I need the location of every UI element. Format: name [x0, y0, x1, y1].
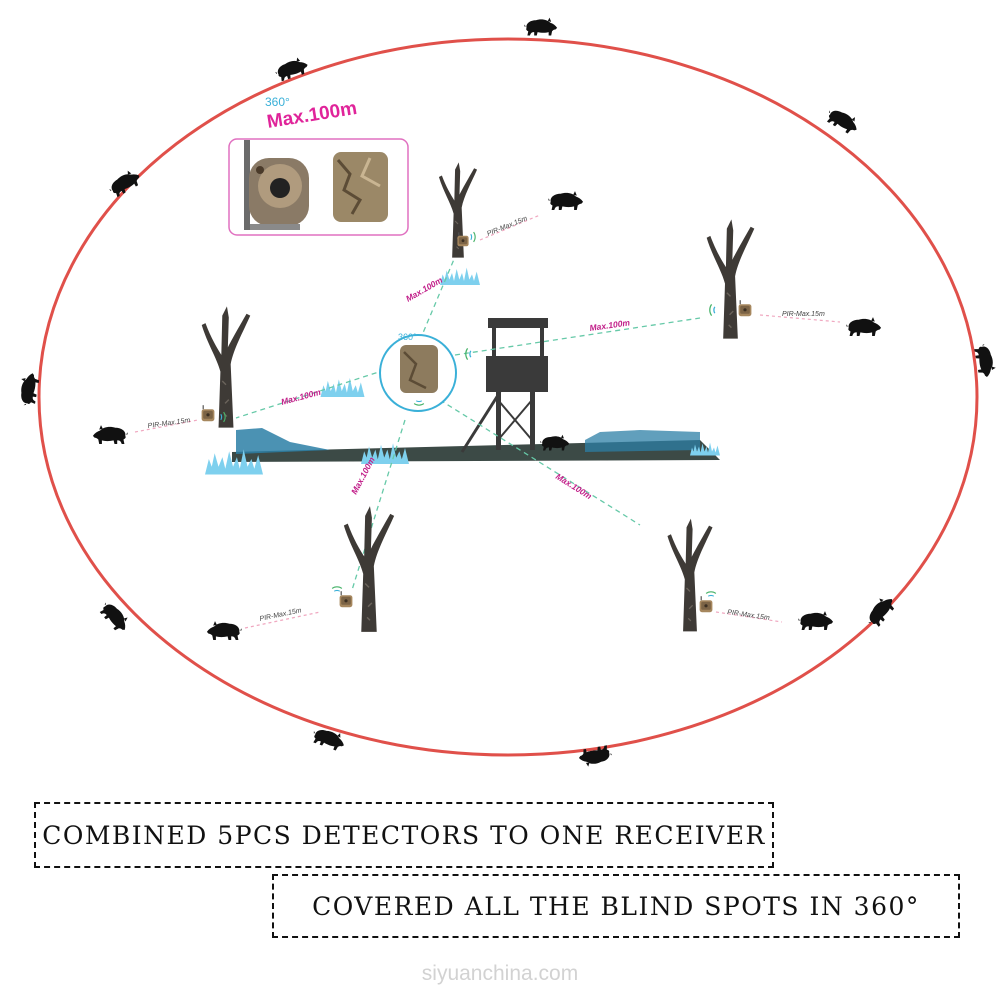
pir-label-top: PIR-Max.15m: [486, 215, 528, 238]
boar-icon: [92, 425, 128, 444]
boar-icon: [97, 597, 133, 635]
boar-icon: [524, 17, 558, 36]
signal-waves-icon: [709, 303, 716, 317]
link-label-top: Max.100m: [404, 275, 445, 304]
pir-range-line: [759, 314, 841, 323]
signal-waves-icon: [331, 586, 343, 592]
camera-detector-icon: [244, 140, 309, 230]
coverage-circle: [37, 37, 979, 757]
camera-detector-icon: [737, 300, 753, 317]
pir-label-right: PIR-Max.15m: [782, 311, 825, 318]
camera-detector-icon: [338, 591, 354, 608]
signal-waves-icon: [470, 231, 476, 243]
boar-icon: [206, 621, 242, 640]
boar-icon: [16, 371, 41, 408]
receiver-hub: [379, 334, 472, 412]
link-label-right-top: Max.100m: [589, 317, 631, 333]
camera-detector-icon: [698, 596, 714, 613]
tree-icon: [343, 505, 395, 633]
boar-icon: [105, 166, 144, 199]
signal-waves-icon: [705, 591, 717, 597]
caption-line-1: COMBINED 5PCS DETECTORS TO ONE RECEIVER: [42, 820, 766, 850]
ground-line: [232, 428, 720, 462]
coverage-angle-label: 360°: [265, 95, 290, 109]
pir-label-left: PIR-Max.15m: [147, 417, 191, 430]
link-label-bottom-right: Max.100m: [554, 471, 594, 501]
signal-waves-icon: [465, 347, 472, 361]
pir-range-line: [715, 611, 783, 623]
pir-range-line: [134, 419, 199, 433]
pir-range-line: [479, 214, 541, 241]
link-lines: [235, 244, 701, 591]
tree-icon: [666, 517, 714, 633]
boar-icon: [846, 317, 882, 336]
camera-detector-icon: [200, 405, 216, 422]
caption-banner-blind-spots: COVERED ALL THE BLIND SPOTS IN 360°: [272, 874, 960, 938]
boar-icon: [862, 592, 898, 630]
ice-bush-icon: [440, 267, 480, 285]
pir-range-line: [244, 611, 321, 629]
tree-icon: [705, 218, 756, 340]
caption-line-2: COVERED ALL THE BLIND SPOTS IN 360°: [312, 891, 920, 921]
caption-banner-detectors: COMBINED 5PCS DETECTORS TO ONE RECEIVER: [34, 802, 774, 868]
camera-detector-icon: [456, 232, 470, 247]
receiver-angle-label: 360°: [398, 332, 417, 342]
boar-icon: [824, 104, 862, 137]
boar-icon: [798, 611, 834, 630]
pir-label-bottom-right: PIR-Max.15m: [727, 609, 771, 622]
product-inset: [228, 138, 409, 236]
hunting-tower-icon: [460, 318, 548, 453]
watermark: siyuanchina.com: [421, 962, 579, 985]
receiver-icon: [333, 152, 388, 222]
boar-icon: [548, 191, 584, 210]
link-label-left: Max.100m: [280, 387, 322, 407]
ice-bush-icon: [320, 377, 365, 397]
